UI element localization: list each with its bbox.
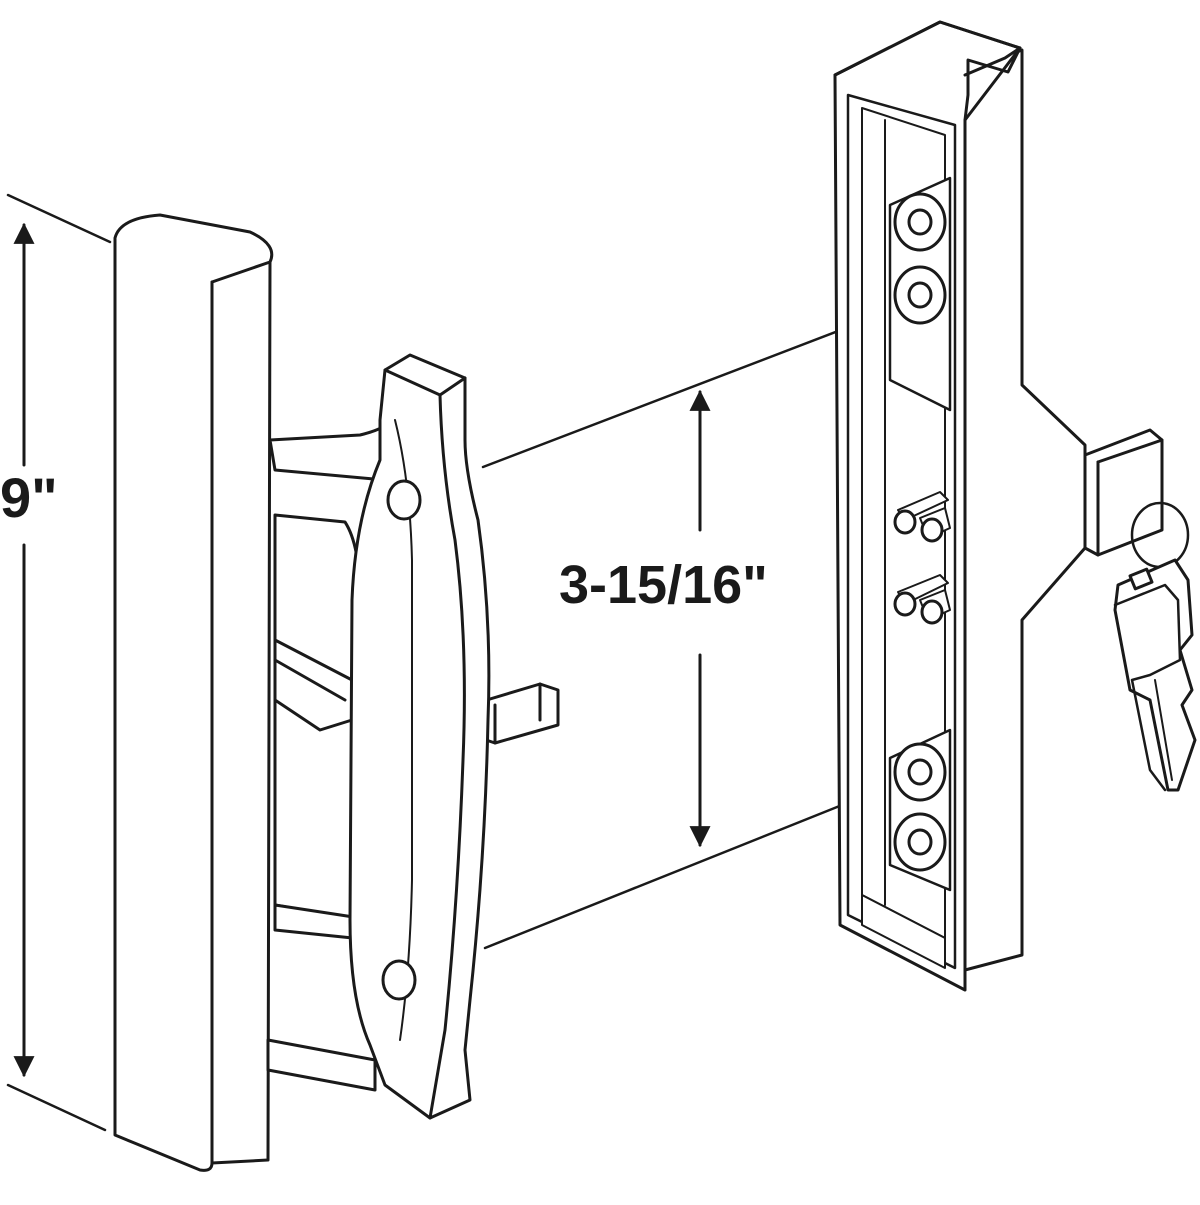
extension-line-lower (485, 785, 892, 948)
cylinder-edge (1098, 440, 1162, 462)
upper-screw-hole (388, 481, 420, 519)
extension-line-bottom (8, 1085, 105, 1130)
cavity-floor (862, 895, 945, 968)
key-cylinder (1085, 430, 1162, 555)
boss-1-hole (909, 210, 931, 234)
housing-notch (965, 48, 1020, 75)
lower-screw-hole (383, 961, 415, 999)
overall-height-label: 9" (0, 470, 62, 526)
spindle-body (480, 684, 558, 743)
pin-2-end (922, 519, 942, 541)
extension-line-top (8, 195, 110, 242)
extension-line-upper (483, 310, 893, 467)
hole-spacing-label: 3-15/16" (555, 558, 772, 612)
screw-bosses (895, 194, 945, 870)
housing-top-rim (835, 22, 1020, 120)
boss-4-hole (909, 830, 931, 854)
internal-lever (275, 640, 352, 730)
key-slot (1130, 569, 1152, 589)
pin-3-end (895, 593, 915, 615)
key-back (1115, 560, 1195, 790)
handle-bar-front (115, 215, 272, 1170)
lever-plate (350, 355, 489, 1118)
inside-pull-handle (115, 215, 272, 1170)
boss-3-hole (909, 760, 931, 784)
keys-icon (1115, 503, 1195, 790)
outside-handle-housing (835, 22, 1085, 990)
bottom-connector (268, 1040, 375, 1090)
pin-4-end (922, 601, 942, 623)
key-groove (1155, 680, 1172, 780)
hole-spacing-dimension (483, 310, 893, 948)
internal-lever-edge (275, 660, 345, 700)
overall-dimension (8, 195, 110, 1130)
upper-connector (270, 425, 385, 480)
key-front-edge (1115, 585, 1180, 790)
lever-plate-ridge (430, 395, 464, 1118)
housing-side-face (965, 50, 1085, 970)
handle-connectors (268, 425, 385, 1090)
handle-bar-side (212, 258, 270, 1163)
pin-1-end (895, 511, 915, 533)
spindle (480, 684, 558, 743)
boss-2-hole (909, 283, 931, 307)
latch-pins (895, 492, 950, 623)
